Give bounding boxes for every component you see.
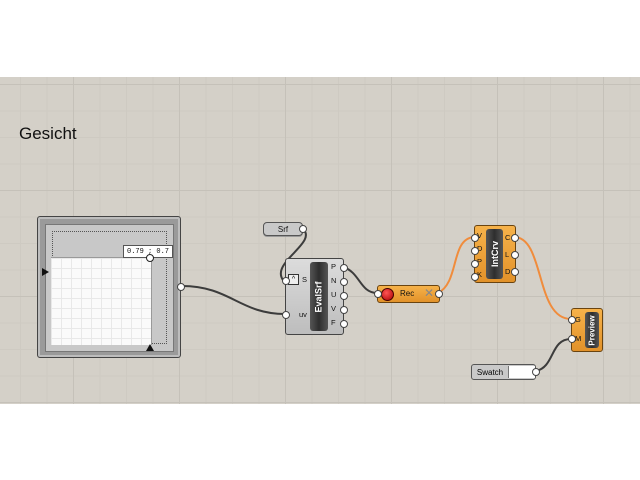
evalsrf-input-uv[interactable]: uv	[299, 310, 307, 319]
wire-layer	[181, 227, 572, 372]
intcrv-input-p[interactable]: P	[477, 257, 483, 266]
evalsrf-output-p[interactable]: P	[331, 262, 337, 271]
evalsrf-component[interactable]: ^ S uv EvalSrf P N U V F	[285, 258, 344, 335]
wire-srf-to-s	[279, 227, 307, 281]
evalsrf-input-s[interactable]: S	[302, 275, 308, 284]
md-slider-domain[interactable]	[51, 257, 152, 345]
md-slider[interactable]: 0.79 ; 0.7	[37, 216, 185, 358]
evalsrf-output-v-grip[interactable]	[340, 306, 348, 314]
wire-swatch-to-m	[535, 338, 572, 372]
intcrv-title: IntCrv	[489, 240, 500, 268]
srf-parameter[interactable]: Srf	[263, 222, 303, 236]
evalsrf-output-n-grip[interactable]	[340, 278, 348, 286]
intcrv-input-v[interactable]: V	[477, 231, 483, 240]
intcrv-input-d-grip[interactable]	[471, 247, 479, 255]
preview-title-bar[interactable]: Preview	[585, 312, 599, 348]
intcrv-input-p-grip[interactable]	[471, 260, 479, 268]
intcrv-title-bar[interactable]: IntCrv	[486, 229, 503, 279]
preview-component[interactable]: G M Preview	[571, 308, 603, 352]
swatch-component[interactable]: Swatch	[471, 364, 536, 380]
preview-title: Preview	[587, 314, 597, 346]
wire-p-to-record	[342, 266, 378, 294]
record-label: Rec	[400, 289, 415, 298]
intcrv-component[interactable]: V D P K IntCrv C L D	[474, 225, 516, 283]
preview-input-m[interactable]: M	[575, 334, 582, 343]
intcrv-output-d-grip[interactable]	[511, 268, 519, 276]
group-title: Gesicht	[19, 124, 77, 143]
md-slider-output-grip[interactable]	[177, 283, 185, 291]
swatch-output-grip[interactable]	[532, 368, 540, 376]
swatch-color[interactable]	[508, 366, 535, 378]
srf-output-grip[interactable]	[299, 225, 307, 233]
preview-input-g-grip[interactable]	[568, 316, 576, 324]
intcrv-output-c-grip[interactable]	[511, 234, 519, 242]
wire-slider-to-uv	[181, 285, 286, 315]
md-slider-field[interactable]: 0.79 ; 0.7	[42, 224, 174, 352]
record-button-icon[interactable]	[381, 288, 394, 301]
intcrv-output-l-grip[interactable]	[511, 251, 519, 259]
evalsrf-output-f[interactable]: F	[331, 318, 336, 327]
md-slider-bottom-arrow	[146, 344, 154, 351]
preview-input-g[interactable]: G	[575, 315, 581, 324]
evalsrf-output-u[interactable]: U	[331, 290, 337, 299]
record-input-grip[interactable]	[374, 290, 382, 298]
wire-record-to-v	[437, 236, 475, 294]
intcrv-input-v-grip[interactable]	[471, 234, 479, 242]
record-output-grip[interactable]	[435, 290, 443, 298]
intcrv-input-k[interactable]: K	[477, 270, 483, 279]
evalsrf-output-n[interactable]: N	[331, 276, 337, 285]
evalsrf-title: EvalSrf	[314, 280, 324, 313]
md-slider-left-arrow	[42, 268, 49, 276]
evalsrf-input-uv-grip[interactable]	[282, 311, 290, 319]
grasshopper-canvas[interactable]: Gesicht 0.79 ; 0.7 Srf ^ S uv	[0, 77, 640, 404]
evalsrf-title-bar[interactable]: EvalSrf	[310, 262, 328, 331]
evalsrf-input-s-grip[interactable]	[282, 277, 290, 285]
record-component[interactable]: Rec ✕	[377, 285, 440, 303]
preview-input-m-grip[interactable]	[568, 335, 576, 343]
wire-c-to-g	[513, 236, 572, 320]
intcrv-output-l[interactable]: L	[505, 250, 510, 259]
evalsrf-output-u-grip[interactable]	[340, 292, 348, 300]
evalsrf-output-v[interactable]: V	[331, 304, 337, 313]
intcrv-input-k-grip[interactable]	[471, 273, 479, 281]
swatch-label: Swatch	[476, 367, 504, 377]
srf-label: Srf	[277, 224, 289, 234]
intcrv-output-c[interactable]: C	[505, 233, 511, 242]
intcrv-input-d[interactable]: D	[477, 244, 483, 253]
intcrv-output-d[interactable]: D	[505, 267, 511, 276]
evalsrf-output-f-grip[interactable]	[340, 320, 348, 328]
record-clear-icon[interactable]: ✕	[423, 286, 435, 300]
md-slider-handle[interactable]	[146, 254, 154, 262]
evalsrf-output-p-grip[interactable]	[340, 264, 348, 272]
